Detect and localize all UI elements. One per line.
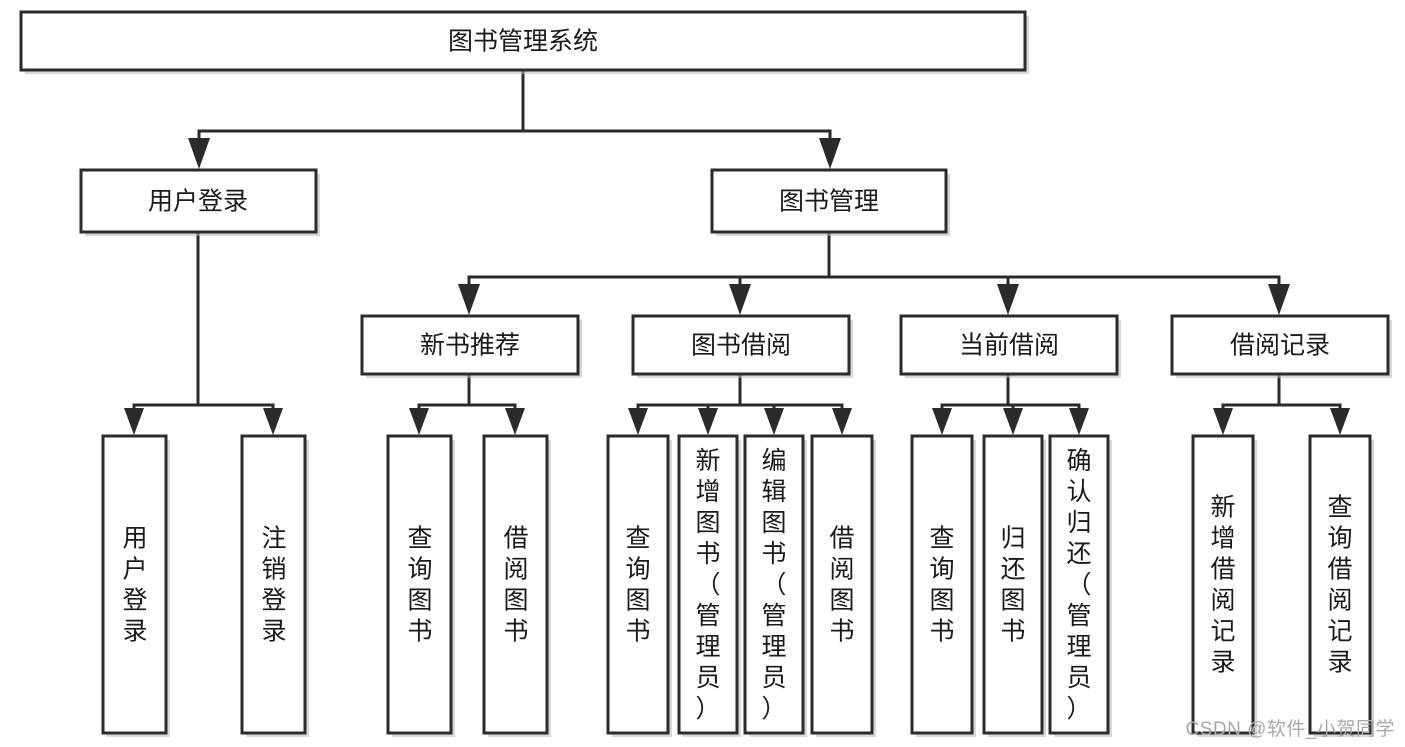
arrow-head-user-login xyxy=(188,138,210,169)
node-leaf-return-book-box[interactable] xyxy=(982,434,1044,735)
node-new-book-recommend-label: 新书推荐 xyxy=(420,332,520,360)
node-new-book-recommend[interactable]: 新书推荐 xyxy=(360,314,582,378)
node-leaf-query-book-current-label: 查询图书 xyxy=(929,525,954,646)
node-leaf-add-book-admin-box[interactable] xyxy=(677,434,739,735)
node-leaf-confirm-return-admin[interactable]: 确认归还（管理员） xyxy=(1048,434,1112,737)
node-user-login[interactable]: 用户登录 xyxy=(79,168,320,236)
arrow-head-leaf-add-book-admin xyxy=(698,408,718,435)
node-leaf-logout-login-box[interactable] xyxy=(240,434,307,735)
node-leaf-edit-book-admin-box[interactable] xyxy=(743,434,805,735)
arrow-head-book-management xyxy=(819,138,841,169)
node-leaf-query-book-current-box[interactable] xyxy=(910,434,974,735)
leaf-nodes-layer: 用户登录 注销登录 查询图书 借阅图书 查询图书 xyxy=(101,434,1374,737)
node-leaf-add-borrow-record-box[interactable] xyxy=(1191,434,1255,735)
node-borrow-record-box[interactable] xyxy=(1170,314,1390,376)
arrow-head-leaf-confirm-return-admin xyxy=(1069,408,1089,435)
node-leaf-query-book-current[interactable]: 查询图书 xyxy=(910,434,976,737)
node-book-management[interactable]: 图书管理 xyxy=(710,168,950,236)
node-current-borrow-box[interactable] xyxy=(899,314,1119,376)
node-user-login-label: 用户登录 xyxy=(148,188,248,216)
node-leaf-user-login-box[interactable] xyxy=(101,434,168,735)
node-book-management-label: 图书管理 xyxy=(779,188,879,216)
arrow-head-leaf-edit-book-admin xyxy=(764,408,784,435)
node-leaf-query-book-new-label: 查询图书 xyxy=(407,525,432,646)
node-leaf-query-borrow-record[interactable]: 查询借阅记录 xyxy=(1308,434,1374,737)
node-leaf-confirm-return-admin-label: 确认归还（管理员） xyxy=(1066,447,1091,723)
arrow-head-leaf-query-book-borrow xyxy=(628,408,648,435)
node-leaf-borrow-book[interactable]: 借阅图书 xyxy=(810,434,876,737)
node-leaf-edit-book-admin-label: 编辑图书（管理员） xyxy=(761,447,786,723)
node-leaf-user-login[interactable]: 用户登录 xyxy=(101,434,170,737)
node-borrow-record-label: 借阅记录 xyxy=(1230,332,1330,360)
node-leaf-borrow-book-new-label: 借阅图书 xyxy=(503,525,528,646)
node-leaf-edit-book-admin[interactable]: 编辑图书（管理员） xyxy=(743,434,807,737)
node-leaf-user-login-label: 用户登录 xyxy=(122,525,147,646)
node-leaf-query-borrow-record-label: 查询借阅记录 xyxy=(1327,494,1352,677)
arrow-head-book-borrow xyxy=(729,284,751,315)
node-borrow-record[interactable]: 借阅记录 xyxy=(1170,314,1392,378)
node-leaf-return-book[interactable]: 归还图书 xyxy=(982,434,1046,737)
node-user-login-box[interactable] xyxy=(79,168,318,234)
arrow-head-leaf-user-login xyxy=(124,408,144,435)
node-leaf-add-book-admin[interactable]: 新增图书（管理员） xyxy=(677,434,741,737)
node-root-label: 图书管理系统 xyxy=(448,28,598,56)
node-leaf-return-book-label: 归还图书 xyxy=(1000,525,1025,646)
node-leaf-query-book-borrow-box[interactable] xyxy=(606,434,670,735)
node-leaf-add-book-admin-label: 新增图书（管理员） xyxy=(695,447,720,723)
node-leaf-confirm-return-admin-box[interactable] xyxy=(1048,434,1110,735)
node-leaf-borrow-book-new-box[interactable] xyxy=(482,434,549,735)
arrow-head-leaf-query-book-new xyxy=(409,408,429,435)
arrow-head-new-book-recommend xyxy=(458,284,480,315)
node-leaf-logout-login[interactable]: 注销登录 xyxy=(240,434,309,737)
arrow-head-current-borrow xyxy=(997,284,1019,315)
node-leaf-add-borrow-record-label: 新增借阅记录 xyxy=(1210,494,1235,677)
node-leaf-borrow-book-label: 借阅图书 xyxy=(829,525,854,646)
node-leaf-add-borrow-record[interactable]: 新增借阅记录 xyxy=(1191,434,1257,737)
connector-layer xyxy=(124,68,1350,435)
node-leaf-query-book-borrow-label: 查询图书 xyxy=(625,525,650,646)
node-new-book-recommend-box[interactable] xyxy=(360,314,580,376)
node-leaf-query-book-new-box[interactable] xyxy=(386,434,453,735)
node-book-management-box[interactable] xyxy=(710,168,948,234)
node-root[interactable]: 图书管理系统 xyxy=(19,10,1029,74)
arrow-head-leaf-borrow-book xyxy=(832,408,852,435)
node-leaf-logout-login-label: 注销登录 xyxy=(261,525,286,646)
arrow-head-leaf-add-borrow-record xyxy=(1213,408,1233,435)
arrow-head-leaf-query-borrow-record xyxy=(1330,408,1350,435)
node-root-box[interactable] xyxy=(19,10,1027,72)
arrow-head-leaf-query-book-current xyxy=(932,408,952,435)
node-leaf-query-borrow-record-box[interactable] xyxy=(1308,434,1372,735)
node-current-borrow-label: 当前借阅 xyxy=(959,332,1059,360)
node-leaf-query-book-new[interactable]: 查询图书 xyxy=(386,434,455,737)
node-book-borrow-label: 图书借阅 xyxy=(691,332,791,360)
node-book-borrow[interactable]: 图书借阅 xyxy=(631,314,853,378)
node-leaf-query-book-borrow[interactable]: 查询图书 xyxy=(606,434,672,737)
arrow-head-leaf-return-book xyxy=(1003,408,1023,435)
node-leaf-borrow-book-box[interactable] xyxy=(810,434,874,735)
arrow-head-leaf-borrow-book-new xyxy=(505,408,525,435)
node-current-borrow[interactable]: 当前借阅 xyxy=(899,314,1121,378)
arrow-head-leaf-logout-login xyxy=(263,408,283,435)
node-book-borrow-box[interactable] xyxy=(631,314,851,376)
node-leaf-borrow-book-new[interactable]: 借阅图书 xyxy=(482,434,551,737)
arrow-head-borrow-record xyxy=(1268,284,1290,315)
